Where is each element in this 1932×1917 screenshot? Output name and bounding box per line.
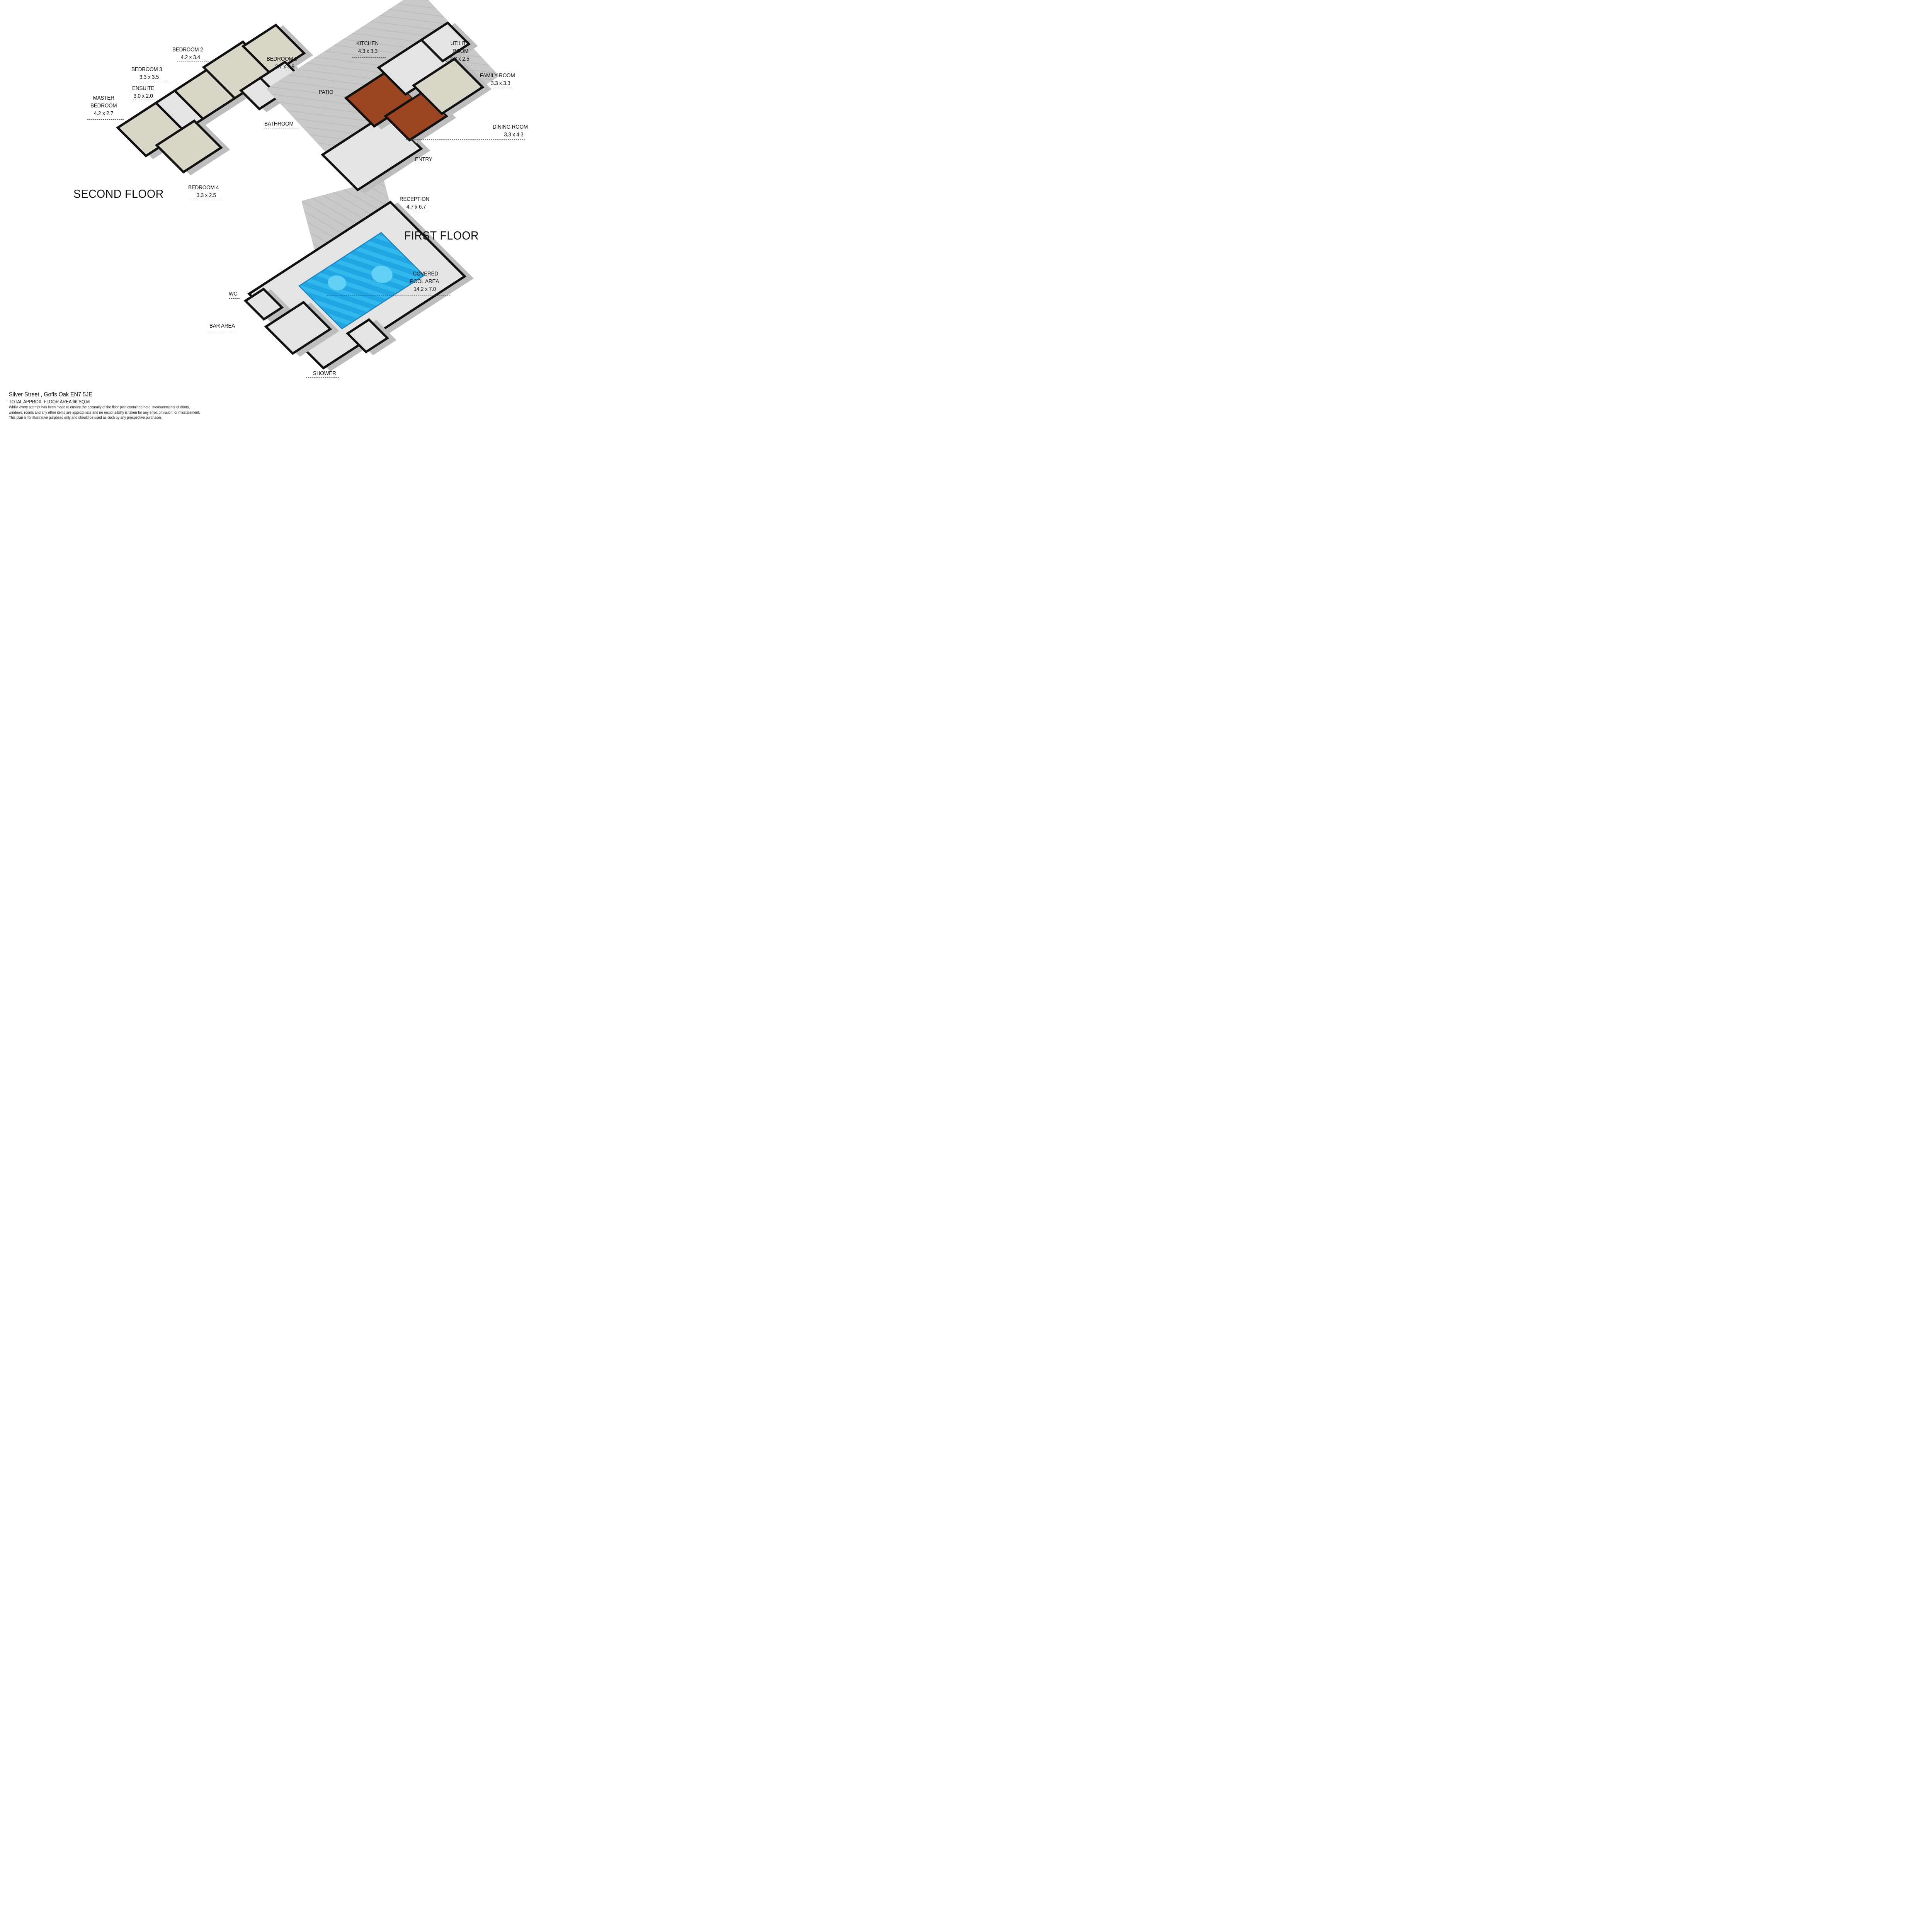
room-name: MASTER bbox=[93, 95, 114, 101]
room-name: COVERED bbox=[413, 270, 439, 277]
room-name: ENTRY bbox=[415, 156, 432, 163]
room-name: DINING ROOM bbox=[493, 124, 528, 130]
label-bedroom-3: BEDROOM 3 3.3 x 3.5 bbox=[131, 66, 162, 81]
label-entry: ENTRY bbox=[415, 156, 432, 163]
room-name: UTILITY bbox=[450, 40, 469, 47]
room-dimensions: 3.3 x 3.5 bbox=[139, 74, 159, 80]
label-utility-room: UTILITY ROOM 2.3 x 2.5 bbox=[450, 40, 469, 63]
label-covered-pool-area: COVERED POOL AREA 14.2 x 7.0 bbox=[410, 270, 439, 293]
room-dimensions: 14.2 x 7.0 bbox=[413, 286, 436, 292]
label-bedroom-5: BEDROOM 5 2.7 x 3.9 bbox=[267, 55, 298, 71]
label-bathroom: BATHROOM bbox=[264, 120, 294, 128]
room-dimensions: 2.3 x 2.5 bbox=[450, 56, 469, 62]
leader-wc bbox=[229, 298, 240, 299]
leader-kitchen bbox=[352, 57, 386, 58]
room-dimensions: 3.3 x 2.5 bbox=[196, 192, 216, 199]
room-name: BAR AREA bbox=[209, 323, 235, 329]
room-dimensions: 4.3 x 3.3 bbox=[358, 48, 378, 54]
room-name: PATIO bbox=[319, 89, 333, 95]
label-kitchen: KITCHEN 4.3 x 3.3 bbox=[356, 40, 379, 55]
footer: Silver Street , Goffs Oak EN7 5JE TOTAL … bbox=[9, 391, 221, 421]
room-name: WC bbox=[229, 291, 238, 297]
room-name: BEDROOM 5 bbox=[267, 56, 298, 62]
label-patio: PATIO bbox=[319, 88, 333, 96]
room-dimensions: 4.2 x 2.7 bbox=[94, 110, 114, 117]
label-bar-area: BAR AREA bbox=[209, 322, 235, 330]
room-name: KITCHEN bbox=[356, 40, 379, 47]
room-dimensions: 3.3 x 3.3 bbox=[491, 80, 510, 87]
second-floor-title: SECOND FLOOR bbox=[73, 187, 164, 201]
label-wc: WC bbox=[229, 290, 237, 298]
room-dimensions: 4.2 x 3.4 bbox=[180, 54, 200, 61]
room-dimensions: 3.3 x 4.3 bbox=[504, 131, 524, 138]
room-name: BEDROOM 4 bbox=[188, 184, 219, 191]
room-dimensions: 3.0 x 2.0 bbox=[133, 93, 153, 99]
disclaimer-line-1: Whilst every attempt has been made to en… bbox=[9, 405, 190, 410]
room-name-line2: ROOM bbox=[452, 48, 469, 54]
label-reception: RECEPTION 4.7 x 6.7 bbox=[400, 195, 429, 211]
label-bedroom-2: BEDROOM 2 4.2 x 3.4 bbox=[172, 46, 203, 61]
label-family-room: FAMILY ROOM 3.3 x 3.3 bbox=[480, 72, 515, 87]
room-name: BEDROOM 3 bbox=[131, 66, 162, 73]
total-floor-area: TOTAL APPROX. FLOOR AREA 66 SQ.M bbox=[9, 399, 90, 404]
disclaimer-line-2: windows, rooms and any other items are a… bbox=[9, 410, 200, 415]
label-dining-room: DINING ROOM 3.3 x 4.3 bbox=[493, 123, 528, 139]
property-address: Silver Street , Goffs Oak EN7 5JE bbox=[9, 391, 92, 398]
label-shower: SHOWER bbox=[313, 370, 336, 377]
label-ensuite: ENSUITE 3.0 x 2.0 bbox=[132, 85, 154, 100]
label-master-bedroom: MASTER BEDROOM 4.2 x 2.7 bbox=[90, 94, 117, 117]
leader-dining-room bbox=[406, 139, 525, 140]
room-name: ENSUITE bbox=[132, 85, 155, 92]
room-dimensions: 2.7 x 3.9 bbox=[275, 63, 294, 70]
room-name: BEDROOM 2 bbox=[172, 46, 203, 53]
first-floor-title: FIRST FLOOR bbox=[404, 229, 479, 242]
disclaimer-line-3: This plan is for illustrative purposes o… bbox=[9, 416, 162, 420]
floor-plan-canvas: MASTER BEDROOM 4.2 x 2.7 ENSUITE 3.0 x 2… bbox=[0, 0, 603, 426]
leader-master-bedroom bbox=[87, 119, 124, 120]
label-bedroom-4: BEDROOM 4 3.3 x 2.5 bbox=[188, 184, 219, 199]
leader-shower bbox=[306, 377, 339, 378]
room-dimensions: 4.7 x 6.7 bbox=[406, 204, 426, 210]
room-name: RECEPTION bbox=[400, 196, 430, 202]
room-name: FAMILY ROOM bbox=[480, 72, 515, 79]
room-name: BATHROOM bbox=[264, 121, 294, 127]
room-name-line2: POOL AREA bbox=[410, 278, 439, 285]
room-name-line2: BEDROOM bbox=[90, 102, 117, 109]
room-name: SHOWER bbox=[313, 370, 336, 377]
